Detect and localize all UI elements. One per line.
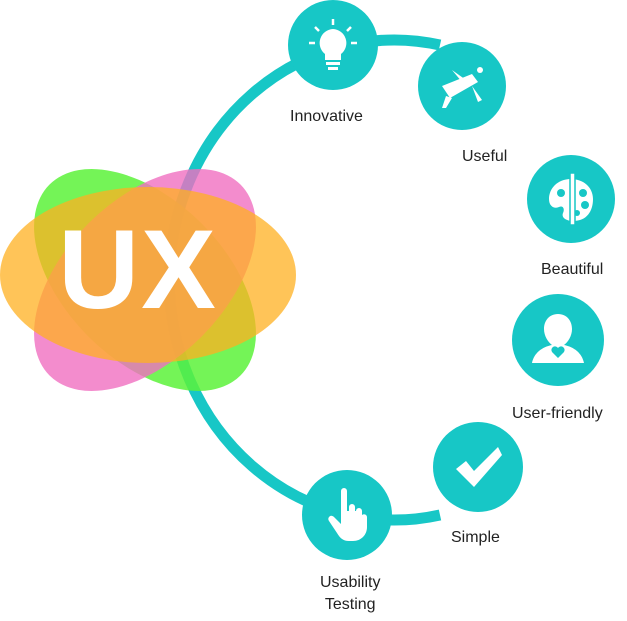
beautiful-node: [527, 155, 615, 243]
useful-label: Useful: [462, 148, 508, 165]
pointing-hand-icon: [328, 488, 367, 541]
ux-title: UX: [58, 207, 218, 332]
beautiful-label: Beautiful: [541, 261, 604, 278]
user-friendly-node: [512, 294, 604, 386]
user-friendly-label: User-friendly: [512, 405, 603, 422]
usability-testing-label: Usability Testing: [320, 574, 381, 613]
user-heart-icon: [532, 314, 584, 363]
innovative-label: Innovative: [290, 108, 363, 125]
innovative-node: [288, 0, 378, 90]
simple-label: Simple: [451, 529, 500, 546]
ux-blob: [0, 169, 296, 391]
lightbulb-icon: [309, 19, 357, 70]
useful-node: [418, 42, 506, 130]
checkmark-icon: [456, 447, 502, 487]
swiss-knife-icon: [442, 67, 483, 108]
palette-icon: [549, 172, 593, 226]
usability-testing-node: [302, 470, 392, 560]
simple-node: [433, 422, 523, 512]
